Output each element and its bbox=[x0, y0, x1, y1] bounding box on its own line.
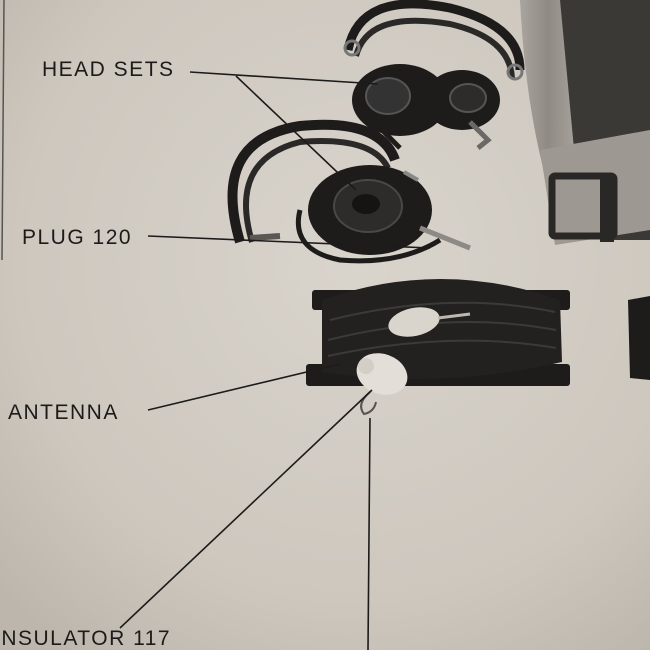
leader-line-insulator-b bbox=[367, 417, 371, 650]
label-head-sets: HEAD SETS bbox=[42, 58, 175, 81]
insulator bbox=[356, 353, 408, 416]
leader-line-headsets-a bbox=[189, 71, 379, 85]
leader-line-insulator-a bbox=[119, 389, 373, 629]
leader-line-headsets-b bbox=[235, 75, 357, 191]
headset-upper bbox=[343, 0, 525, 150]
label-antenna: ANTENNA bbox=[8, 401, 119, 424]
page-edge-line bbox=[1, 0, 5, 261]
leader-line-plug bbox=[147, 235, 431, 249]
leader-lines bbox=[119, 71, 431, 650]
headset-lower bbox=[227, 119, 471, 264]
label-insulator: INSULATOR 117 bbox=[0, 627, 172, 650]
carrying-bag bbox=[520, 0, 650, 380]
label-plug: PLUG 120 bbox=[22, 226, 133, 249]
leader-line-antenna bbox=[147, 363, 341, 411]
antenna-reel bbox=[306, 279, 570, 386]
